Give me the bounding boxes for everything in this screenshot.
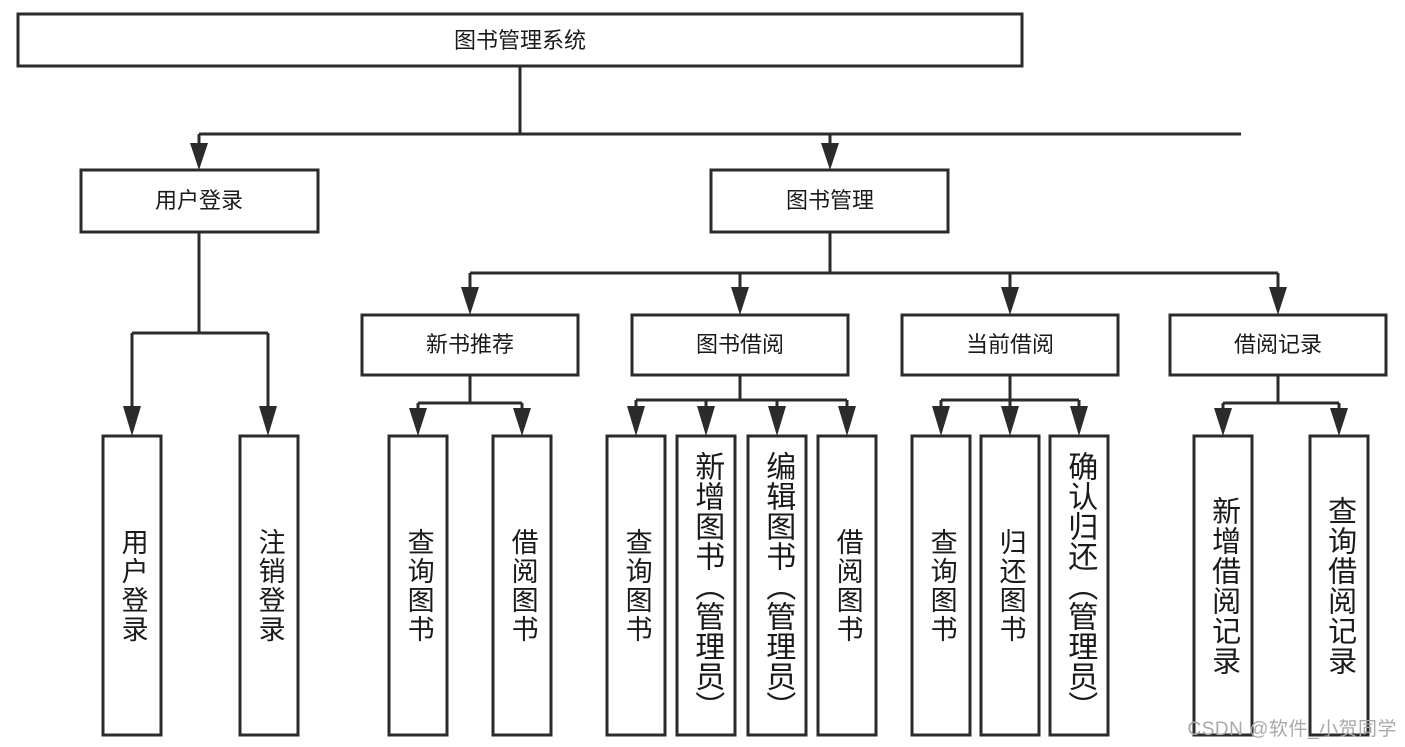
arrow-to-leaf-edit-book bbox=[768, 406, 786, 436]
arrow-to-borrow-record bbox=[1269, 287, 1287, 315]
arrow-to-leaf-borrow-book-2 bbox=[838, 406, 856, 436]
arrow-to-new-book-recommend bbox=[461, 287, 479, 315]
csdn-watermark: CSDN @软件_小贺同学 bbox=[1187, 719, 1397, 740]
leaf-box-query-book-2[interactable] bbox=[605, 434, 667, 737]
arrow-to-leaf-add-record bbox=[1214, 408, 1232, 436]
node-book-borrow[interactable]: 图书借阅 bbox=[630, 313, 850, 377]
arrow-to-leaf-query-book-1 bbox=[409, 408, 427, 436]
arrow-to-leaf-borrow-book-1 bbox=[513, 408, 531, 436]
arrow-to-leaf-user-login bbox=[123, 406, 141, 436]
arrow-to-book-management bbox=[821, 143, 839, 170]
connector-user-login-to-leaves bbox=[123, 232, 277, 436]
arrow-to-leaf-add-book bbox=[697, 406, 715, 436]
node-current-borrow[interactable]: 当前借阅 bbox=[900, 313, 1120, 377]
arrow-to-current-borrow bbox=[1001, 287, 1019, 315]
user-login-label: 用户登录 bbox=[155, 188, 243, 213]
book-management-label: 图书管理 bbox=[786, 188, 874, 213]
node-user-login[interactable]: 用户登录 bbox=[79, 168, 320, 234]
leaf-box-borrow-book-1[interactable] bbox=[491, 434, 553, 737]
node-borrow-record[interactable]: 借阅记录 bbox=[1168, 313, 1388, 377]
arrow-to-leaf-user-logout bbox=[259, 406, 277, 436]
current-borrow-label: 当前借阅 bbox=[966, 332, 1054, 357]
leaf-box-return-book[interactable] bbox=[979, 434, 1041, 737]
node-root[interactable]: 图书管理系统 bbox=[16, 12, 1024, 68]
borrow-record-label: 借阅记录 bbox=[1234, 332, 1322, 357]
leaf-box-confirm-return[interactable] bbox=[1048, 434, 1110, 737]
arrow-to-leaf-confirm-return bbox=[1070, 406, 1088, 436]
connector-current-borrow-to-leaves bbox=[932, 375, 1088, 436]
leaf-box-query-book-3[interactable] bbox=[910, 434, 972, 737]
connector-book-borrow-to-leaves bbox=[627, 375, 856, 436]
connector-new-book-recommend-to-leaves bbox=[409, 375, 531, 436]
arrow-to-user-login bbox=[190, 143, 208, 170]
leaf-box-borrow-book-2[interactable] bbox=[816, 434, 878, 737]
leaf-box-add-record[interactable] bbox=[1192, 434, 1254, 737]
connector-root-to-level2 bbox=[190, 66, 1241, 170]
leaf-box-user-login[interactable] bbox=[101, 434, 163, 737]
root-label: 图书管理系统 bbox=[454, 28, 586, 53]
arrow-to-leaf-query-book-2 bbox=[627, 406, 645, 436]
arrow-to-leaf-return-book bbox=[1001, 406, 1019, 436]
arrow-to-leaf-query-book-3 bbox=[932, 406, 950, 436]
root-box[interactable] bbox=[16, 12, 1024, 68]
node-new-book-recommend[interactable]: 新书推荐 bbox=[360, 313, 580, 377]
arrow-to-book-borrow bbox=[731, 287, 749, 315]
user-login-box[interactable] bbox=[79, 168, 320, 234]
leaf-box-add-book[interactable] bbox=[675, 434, 737, 737]
new-book-recommend-label: 新书推荐 bbox=[426, 332, 514, 357]
connector-book-management-to-level3 bbox=[461, 232, 1287, 315]
leaf-box-edit-book[interactable] bbox=[746, 434, 808, 737]
new-book-recommend-box[interactable] bbox=[360, 313, 580, 377]
arrow-to-leaf-query-record bbox=[1330, 408, 1348, 436]
book-borrow-label: 图书借阅 bbox=[696, 332, 784, 357]
current-borrow-box[interactable] bbox=[900, 313, 1120, 377]
leaf-box-query-book-1[interactable] bbox=[387, 434, 449, 737]
leaf-box-user-logout[interactable] bbox=[238, 434, 300, 737]
connector-borrow-record-to-leaves bbox=[1214, 375, 1348, 436]
leaf-box-query-record[interactable] bbox=[1308, 434, 1370, 737]
node-book-management[interactable]: 图书管理 bbox=[709, 168, 950, 234]
